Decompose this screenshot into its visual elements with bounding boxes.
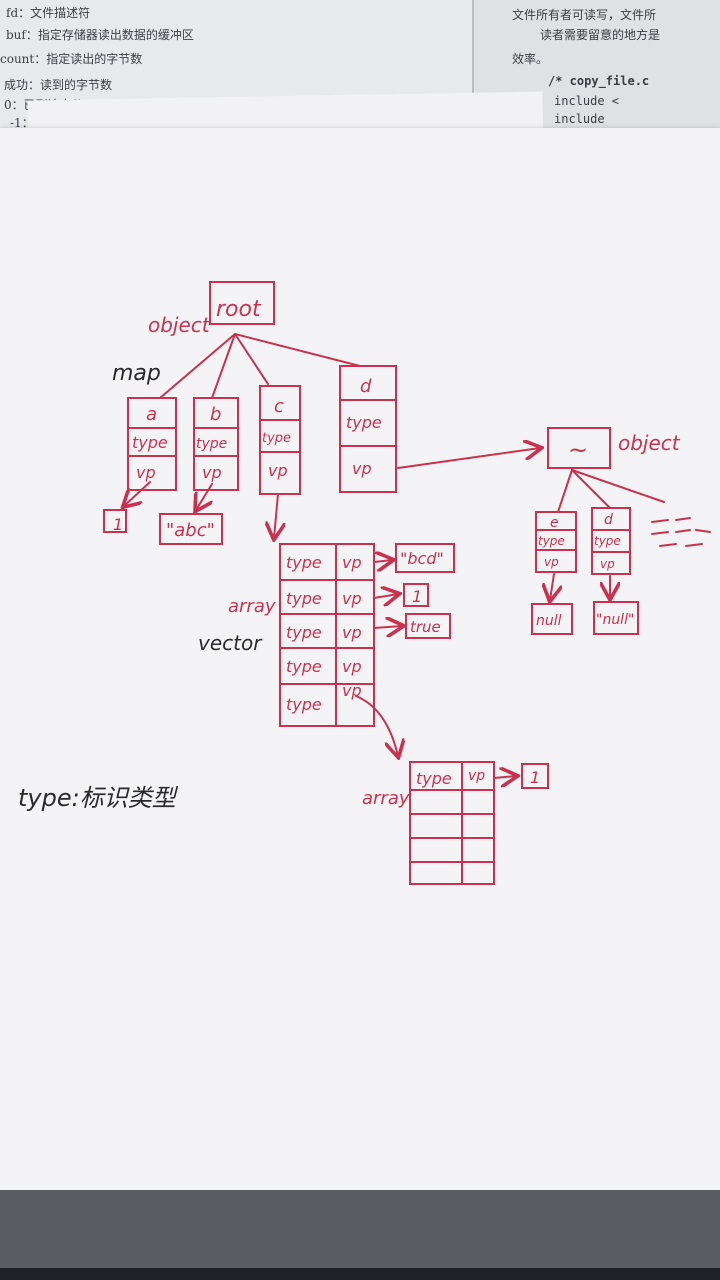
arrow-a-leaf bbox=[124, 481, 151, 506]
obj2-field-e-vp: vp bbox=[544, 555, 559, 569]
obj2-field-d-key: d bbox=[604, 512, 613, 528]
array-row2-target: 1 bbox=[412, 587, 422, 606]
object2-field-d bbox=[591, 507, 631, 575]
field-c-vp: vp bbox=[268, 461, 288, 480]
arrow-c-array bbox=[274, 493, 278, 538]
object2-label: object bbox=[618, 431, 681, 455]
array-grid bbox=[279, 543, 375, 727]
nested-array-grid bbox=[409, 761, 495, 885]
arrow-b-leaf bbox=[196, 483, 213, 510]
null-box-e bbox=[531, 603, 573, 635]
table-surface bbox=[0, 1190, 720, 1280]
book-line: 文件所有者可读写，文件所 bbox=[512, 8, 657, 22]
root-box bbox=[209, 281, 275, 325]
obj2-field-e-key: e bbox=[550, 515, 559, 531]
arrow-nested-target bbox=[493, 776, 516, 778]
field-b-key: b bbox=[210, 404, 221, 425]
map-field-b bbox=[193, 397, 239, 491]
arrow-row2 bbox=[373, 594, 398, 598]
book-line: fd：文件描述符 bbox=[6, 6, 91, 20]
leaf-a-text: 1 bbox=[113, 515, 123, 534]
array-row3-target: true bbox=[410, 618, 441, 636]
edge-root-a bbox=[159, 333, 236, 399]
map-field-a bbox=[127, 397, 177, 491]
root-object-label: object bbox=[148, 313, 211, 337]
nested-array-vp: vp bbox=[468, 768, 485, 784]
array-row4-type: type bbox=[286, 657, 322, 676]
root-box-text: root bbox=[216, 297, 262, 322]
vector-label: vector bbox=[198, 631, 263, 655]
book-line: buf：指定存储器读出数据的缓冲区 bbox=[6, 28, 194, 42]
code-line: include < bbox=[554, 94, 620, 108]
null-box-d bbox=[593, 601, 639, 635]
nested-target-box bbox=[521, 763, 549, 789]
edge-obj2-d bbox=[571, 469, 611, 509]
map-field-c bbox=[259, 385, 301, 495]
field-d-vp: vp bbox=[352, 459, 372, 478]
book-line: 效率。 bbox=[512, 52, 549, 66]
array-row3-type: type bbox=[286, 623, 322, 642]
field-a-vp: vp bbox=[136, 463, 156, 482]
row3-target-box bbox=[405, 613, 451, 639]
obj2-field-e-type: type bbox=[538, 534, 565, 548]
leaf-b-text: "abc" bbox=[166, 520, 215, 541]
edge-root-d bbox=[234, 333, 361, 367]
nested-array-label: array bbox=[362, 788, 410, 809]
code-line: /* copy_file.c bbox=[548, 74, 650, 88]
obj2-field-d-vp: vp bbox=[600, 557, 615, 571]
field-d-type: type bbox=[346, 413, 382, 432]
arrow-row5-nested bbox=[355, 695, 398, 756]
array-row5-vp: vp bbox=[342, 681, 362, 700]
obj2-field-d-type: type bbox=[594, 534, 621, 548]
code-line: include bbox=[554, 112, 605, 126]
field-b-vp: vp bbox=[202, 463, 222, 482]
field-c-key: c bbox=[274, 396, 284, 417]
book-line: count：指定读出的字节数 bbox=[0, 52, 143, 66]
edge-root-b bbox=[211, 333, 236, 399]
paper-sheet bbox=[0, 128, 720, 1190]
row1-target-box bbox=[395, 543, 455, 573]
field-d-key: d bbox=[360, 376, 372, 397]
null-text-e: null bbox=[536, 613, 562, 629]
arrow-e-null bbox=[550, 573, 554, 600]
map-field-d bbox=[339, 365, 397, 493]
field-b-type: type bbox=[196, 436, 227, 452]
object2-box bbox=[547, 427, 611, 469]
table-edge bbox=[0, 1268, 720, 1280]
more-dashes bbox=[651, 529, 711, 535]
leaf-a-box bbox=[103, 509, 127, 533]
edge-obj2-e bbox=[557, 469, 573, 513]
array-row1-type: type bbox=[286, 553, 322, 572]
array-row1-vp: vp bbox=[342, 553, 362, 572]
arrow-d-object bbox=[397, 448, 540, 469]
book-line: 成功：读到的字节数 bbox=[4, 78, 113, 92]
field-a-key: a bbox=[146, 404, 157, 425]
field-c-type: type bbox=[262, 431, 291, 446]
nested-target-text: 1 bbox=[530, 768, 540, 787]
edge-root-c bbox=[234, 333, 269, 385]
array-row5-type: type bbox=[286, 695, 322, 714]
array-row2-vp: vp bbox=[342, 589, 362, 608]
book-line: 读者需要留意的地方是 bbox=[540, 28, 661, 42]
array-row1-target: "bcd" bbox=[400, 549, 444, 568]
array-row2-type: type bbox=[286, 589, 322, 608]
array-row4-vp: vp bbox=[342, 657, 362, 676]
more-dashes bbox=[651, 517, 691, 523]
arrow-row3 bbox=[373, 626, 402, 628]
array-row3-vp: vp bbox=[342, 623, 362, 642]
object2-field-e bbox=[535, 511, 577, 573]
edge-obj2-more bbox=[571, 469, 665, 503]
more-dashes bbox=[659, 543, 703, 547]
map-label: map bbox=[112, 361, 161, 386]
legend-text: type:标识类型 bbox=[18, 784, 179, 812]
leaf-b-box bbox=[159, 513, 223, 545]
object2-box-text: ~ bbox=[568, 436, 588, 464]
row2-target-box bbox=[403, 583, 429, 607]
null-text-d: "null" bbox=[596, 612, 634, 628]
arrow-row1 bbox=[373, 560, 392, 562]
array-label: array bbox=[228, 596, 276, 617]
field-a-type: type bbox=[132, 433, 168, 452]
nested-array-type: type bbox=[416, 769, 452, 788]
